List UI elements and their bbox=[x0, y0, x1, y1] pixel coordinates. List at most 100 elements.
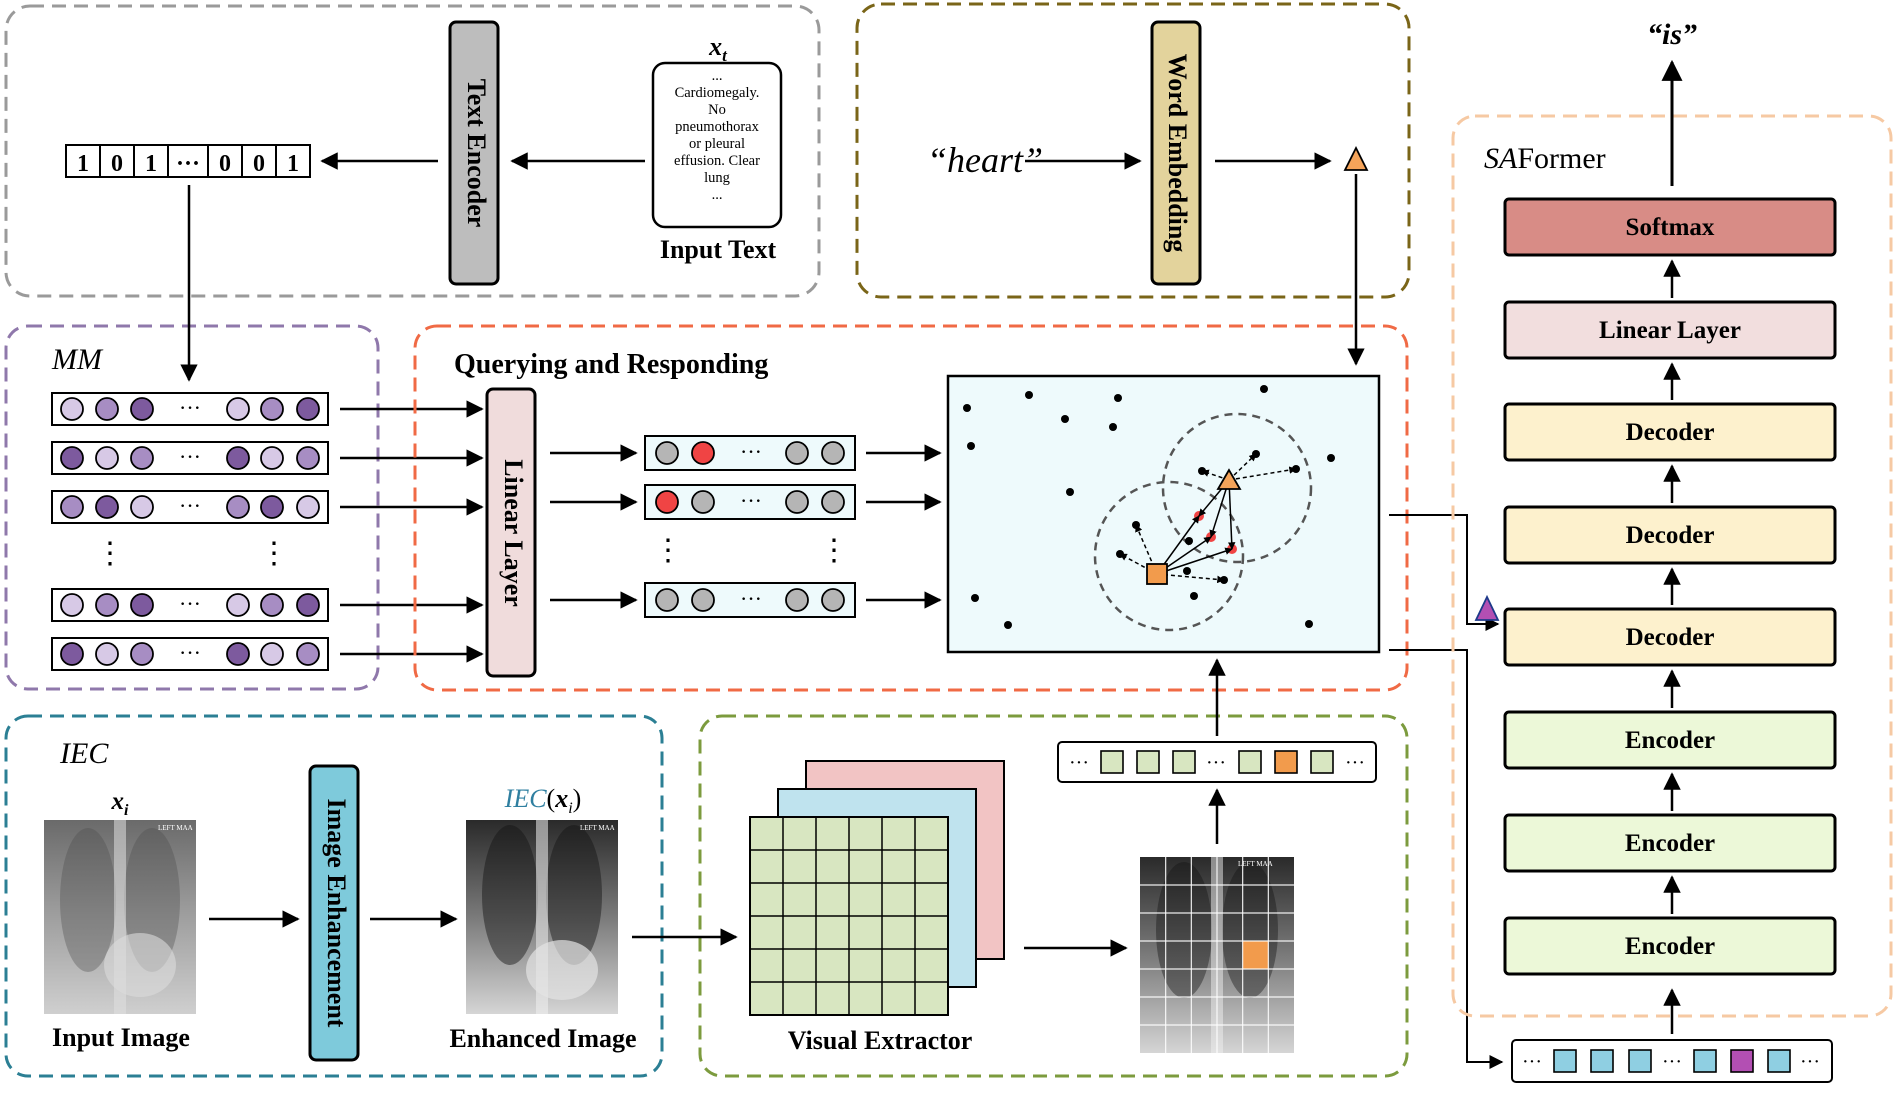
memory-slot bbox=[226, 397, 250, 421]
memory-slot bbox=[260, 495, 284, 519]
embedding-point bbox=[1327, 454, 1335, 462]
saformer-block bbox=[1503, 710, 1837, 770]
vector-cell-value: 0 bbox=[253, 151, 265, 177]
report-line: ... bbox=[712, 187, 723, 203]
query-slot bbox=[691, 588, 715, 612]
visual-token bbox=[1310, 750, 1334, 774]
report-line: No bbox=[708, 102, 726, 118]
word-query: “heart” bbox=[927, 140, 1043, 180]
memory-slot bbox=[260, 593, 284, 617]
memory-slot bbox=[95, 593, 119, 617]
memory-slot bbox=[130, 397, 154, 421]
output-word: “is” bbox=[1647, 18, 1697, 51]
memory-matrix: ···············⋮⋮ bbox=[51, 392, 484, 671]
query-square bbox=[1146, 563, 1168, 585]
word-embedding-box bbox=[1150, 20, 1202, 286]
memory-slot bbox=[260, 446, 284, 470]
memory-slot bbox=[60, 593, 84, 617]
query-row bbox=[644, 435, 856, 471]
neighborhood-circle bbox=[1093, 480, 1245, 632]
vector-cell bbox=[133, 144, 169, 178]
embedding-point bbox=[1025, 391, 1033, 399]
vector-cell bbox=[275, 144, 311, 178]
memory-slot bbox=[226, 446, 250, 470]
word-module: “heart” Word Embedding bbox=[855, 2, 1411, 366]
token-ellipsis: ··· bbox=[1345, 752, 1365, 774]
saformer-block-label: Decoder bbox=[1626, 624, 1715, 651]
visual-module: Visual Extractor LEFT MAA ········· bbox=[632, 658, 1409, 1078]
vector-cell-value: 1 bbox=[145, 151, 157, 177]
memory-slot bbox=[226, 593, 250, 617]
query-row bbox=[644, 484, 856, 520]
patched-xray-image: LEFT MAA bbox=[1140, 857, 1294, 1053]
saformer-token bbox=[1553, 1049, 1577, 1073]
qr-linear-box bbox=[485, 387, 537, 678]
memory-slot bbox=[260, 642, 284, 666]
report-line: or pleural bbox=[689, 136, 745, 152]
embedding-point bbox=[1260, 385, 1268, 393]
report-box bbox=[651, 61, 783, 229]
query-vdots: ⋮ bbox=[653, 534, 683, 567]
query-ellipsis: ··· bbox=[740, 439, 762, 464]
saformer-block bbox=[1503, 916, 1837, 976]
qr-linear-label: Linear Layer bbox=[499, 459, 528, 607]
embedding-point bbox=[1109, 423, 1117, 431]
visual-extractor-label: Visual Extractor bbox=[788, 1026, 973, 1055]
memory-vdots: ⋮ bbox=[259, 537, 289, 570]
saformer-block bbox=[1503, 813, 1837, 873]
embedding-point bbox=[1305, 620, 1313, 628]
neighbor-point bbox=[1183, 567, 1191, 575]
input-xray-image: LEFT MAA bbox=[44, 820, 196, 1014]
token-ellipsis: ··· bbox=[1662, 1051, 1682, 1073]
enhanced-image-label: Enhanced Image bbox=[449, 1024, 636, 1053]
word-embedding-triangle bbox=[1343, 145, 1369, 171]
memory-slot bbox=[296, 495, 320, 519]
text-variable: xt bbox=[708, 32, 728, 65]
memory-ellipsis: ··· bbox=[179, 640, 201, 665]
image-enhancement-label: Image Enhancement bbox=[322, 799, 351, 1028]
saformer-title: SAFormer bbox=[1484, 142, 1606, 175]
memory-slot bbox=[296, 446, 320, 470]
feature-map-grid bbox=[749, 816, 949, 1016]
saformer-block bbox=[1503, 402, 1837, 462]
memory-slot bbox=[130, 593, 154, 617]
report-line: lung bbox=[704, 170, 730, 186]
memory-vdots: ⋮ bbox=[95, 537, 125, 570]
memory-slot bbox=[60, 446, 84, 470]
query-slot bbox=[821, 588, 845, 612]
token-ellipsis: ··· bbox=[1800, 1051, 1820, 1073]
highlighted-patch bbox=[1242, 941, 1269, 969]
saformer-token bbox=[1693, 1049, 1717, 1073]
memory-slot bbox=[296, 397, 320, 421]
memory-slot bbox=[95, 446, 119, 470]
memory-slot bbox=[95, 397, 119, 421]
memory-ellipsis: ··· bbox=[179, 493, 201, 518]
memory-slot bbox=[60, 642, 84, 666]
memory-slot bbox=[95, 495, 119, 519]
memory-slot bbox=[60, 397, 84, 421]
memory-slot bbox=[296, 593, 320, 617]
query-slot bbox=[691, 441, 715, 465]
input-image-label: Input Image bbox=[52, 1023, 190, 1052]
embedding-point bbox=[971, 594, 979, 602]
query-slot bbox=[655, 588, 679, 612]
query-slot bbox=[655, 441, 679, 465]
memory-slot bbox=[60, 495, 84, 519]
saformer-block-label: Decoder bbox=[1626, 522, 1715, 549]
saformer-token bbox=[1590, 1049, 1614, 1073]
query-slot bbox=[821, 490, 845, 514]
memory-slot bbox=[130, 495, 154, 519]
visual-token bbox=[1136, 750, 1160, 774]
memory-slot bbox=[226, 495, 250, 519]
vector-cell-value: ··· bbox=[176, 151, 200, 177]
saformer-token bbox=[1767, 1049, 1791, 1073]
vector-cell-value: 1 bbox=[287, 151, 299, 177]
qr-title: Querying and Responding bbox=[454, 349, 768, 380]
saformer-block-label: Encoder bbox=[1625, 933, 1715, 960]
query-slot bbox=[655, 490, 679, 514]
query-vdots: ⋮ bbox=[819, 534, 849, 567]
